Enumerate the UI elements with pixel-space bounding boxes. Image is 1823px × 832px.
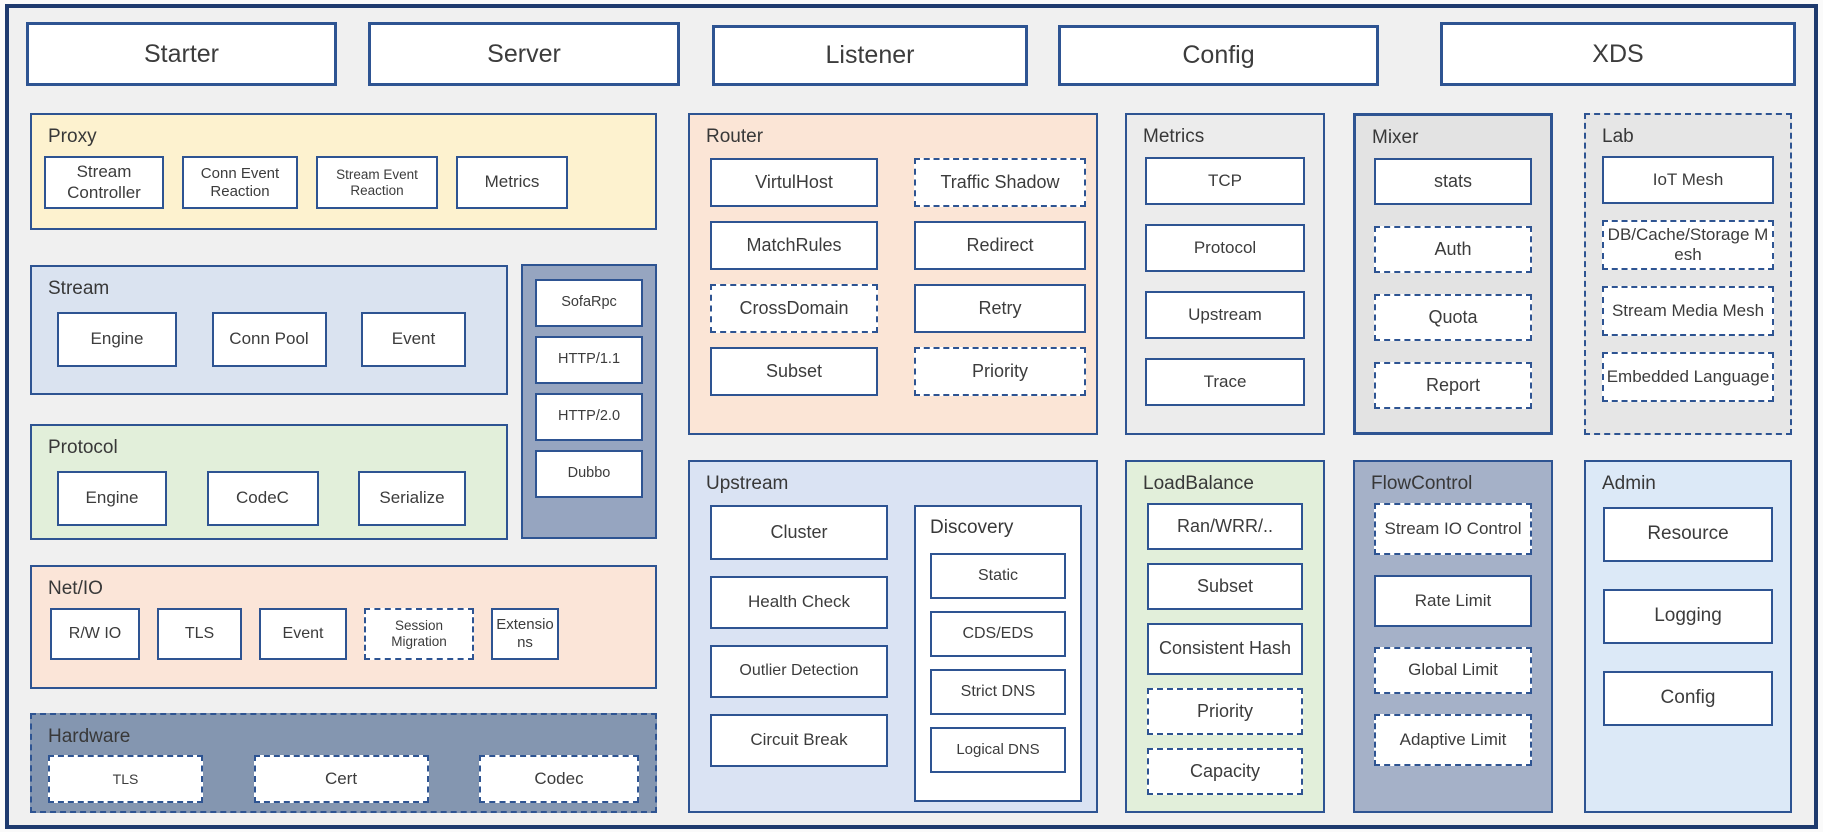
node-proxy-metrics: Metrics <box>456 156 568 209</box>
section-proxy-title: Proxy <box>48 126 97 147</box>
section-protocol-title: Protocol <box>48 437 118 458</box>
section-netio-title: Net/IO <box>48 578 103 599</box>
node-resource: Resource <box>1603 507 1773 562</box>
subsection-discovery-title: Discovery <box>930 517 1014 538</box>
node-router-subset: Subset <box>710 347 878 396</box>
node-serialize: Serialize <box>358 471 466 526</box>
section-router: Router VirtulHost Traffic Shadow MatchRu… <box>688 113 1098 435</box>
node-stream-event: Event <box>361 312 466 367</box>
node-static: Static <box>930 553 1066 599</box>
node-circuit-break: Circuit Break <box>710 714 888 767</box>
node-admin-config: Config <box>1603 671 1773 726</box>
node-traffic-shadow: Traffic Shadow <box>914 158 1086 207</box>
node-health-check: Health Check <box>710 576 888 629</box>
section-lab-title: Lab <box>1602 126 1634 147</box>
section-flowcontrol-title: FlowControl <box>1371 473 1473 494</box>
section-router-title: Router <box>706 126 764 147</box>
node-http11: HTTP/1.1 <box>535 336 643 384</box>
node-outlier-detection: Outlier Detection <box>710 645 888 698</box>
node-protocol-codec: CodeC <box>206 471 319 526</box>
node-netio-tls: TLS <box>157 608 242 660</box>
node-session-migration: Session Migration <box>364 608 474 660</box>
node-protocol-engine: Engine <box>57 471 167 526</box>
section-upstream-title: Upstream <box>706 473 789 494</box>
node-cds-eds: CDS/EDS <box>930 611 1066 657</box>
top-box-server: Server <box>368 22 680 86</box>
node-router-priority: Priority <box>914 347 1086 396</box>
section-hardware-title: Hardware <box>48 726 131 747</box>
node-iot-mesh: IoT Mesh <box>1602 156 1774 204</box>
node-lb-subset: Subset <box>1147 563 1303 610</box>
node-ran-wrr: Ran/WRR/.. <box>1147 503 1303 550</box>
node-adaptive-limit: Adaptive Limit <box>1374 714 1532 766</box>
node-rate-limit: Rate Limit <box>1374 575 1532 627</box>
node-capacity: Capacity <box>1147 748 1303 795</box>
node-cert: Cert <box>253 755 429 803</box>
section-hardware: Hardware TLS Cert Codec <box>30 713 657 813</box>
node-lb-priority: Priority <box>1147 688 1303 735</box>
node-conn-pool: Conn Pool <box>211 312 327 367</box>
node-metrics-upstream: Upstream <box>1145 291 1305 339</box>
section-netio: Net/IO R/W IO TLS Event Session Migratio… <box>30 565 657 689</box>
section-metrics: Metrics TCP Protocol Upstream Trace <box>1125 113 1325 435</box>
top-box-listener: Listener <box>712 25 1028 86</box>
node-quota: Quota <box>1374 294 1532 341</box>
node-dubbo: Dubbo <box>535 450 643 498</box>
section-flowcontrol: FlowControl Stream IO Control Rate Limit… <box>1353 460 1553 813</box>
node-retry: Retry <box>914 284 1086 333</box>
section-admin-title: Admin <box>1602 473 1656 494</box>
node-conn-event-reaction: Conn Event Reaction <box>182 156 298 209</box>
section-lab: Lab IoT Mesh DB/Cache/Storage Mesh Strea… <box>1584 113 1792 435</box>
node-db-cache-storage-mesh: DB/Cache/Storage Mesh <box>1602 220 1774 270</box>
section-loadbalance-title: LoadBalance <box>1143 473 1254 494</box>
section-mixer-title: Mixer <box>1372 127 1419 148</box>
node-matchrules: MatchRules <box>710 221 878 270</box>
node-sofarpc: SofaRpc <box>535 279 643 327</box>
section-mixer: Mixer stats Auth Quota Report <box>1353 113 1553 435</box>
section-loadbalance: LoadBalance Ran/WRR/.. Subset Consistent… <box>1125 460 1325 813</box>
subsection-discovery: Discovery Static CDS/EDS Strict DNS Logi… <box>914 505 1082 802</box>
top-box-xds: XDS <box>1440 22 1796 86</box>
node-stats: stats <box>1374 158 1532 205</box>
node-embedded-language: Embedded Language <box>1602 352 1774 402</box>
node-consistent-hash: Consistent Hash <box>1147 623 1303 675</box>
node-strict-dns: Strict DNS <box>930 669 1066 715</box>
section-protocol: Protocol Engine CodeC Serialize <box>30 424 508 540</box>
node-crossdomain: CrossDomain <box>710 284 878 333</box>
section-stream-title: Stream <box>48 278 110 299</box>
node-rw-io: R/W IO <box>50 608 140 660</box>
node-http20: HTTP/2.0 <box>535 393 643 441</box>
section-proxy: Proxy Stream Controller Conn Event React… <box>30 113 657 230</box>
node-extensions: Extensions <box>491 608 559 660</box>
node-global-limit: Global Limit <box>1374 647 1532 694</box>
node-trace: Trace <box>1145 358 1305 406</box>
section-upstream: Upstream Cluster Health Check Outlier De… <box>688 460 1098 813</box>
node-stream-io-control: Stream IO Control <box>1374 503 1532 555</box>
node-hardware-tls: TLS <box>48 755 203 803</box>
node-virtulhost: VirtulHost <box>710 158 878 207</box>
section-protocol-stack: SofaRpc HTTP/1.1 HTTP/2.0 Dubbo <box>521 264 657 539</box>
section-stream: Stream Engine Conn Pool Event <box>30 265 508 395</box>
node-logging: Logging <box>1603 589 1773 644</box>
node-report: Report <box>1374 362 1532 409</box>
node-cluster: Cluster <box>710 505 888 560</box>
node-stream-event-reaction: Stream Event Reaction <box>316 156 438 209</box>
section-admin: Admin Resource Logging Config <box>1584 460 1792 813</box>
node-logical-dns: Logical DNS <box>930 727 1066 773</box>
node-stream-media-mesh: Stream Media Mesh <box>1602 286 1774 336</box>
section-metrics-title: Metrics <box>1143 126 1205 147</box>
node-stream-controller: Stream Controller <box>44 156 164 209</box>
node-metrics-protocol: Protocol <box>1145 224 1305 272</box>
node-hardware-codec: Codec <box>479 755 639 803</box>
node-tcp: TCP <box>1145 157 1305 205</box>
top-box-config: Config <box>1058 25 1379 86</box>
top-box-starter: Starter <box>26 22 337 86</box>
node-netio-event: Event <box>259 608 347 660</box>
node-stream-engine: Engine <box>57 312 177 367</box>
node-auth: Auth <box>1374 226 1532 273</box>
node-redirect: Redirect <box>914 221 1086 270</box>
